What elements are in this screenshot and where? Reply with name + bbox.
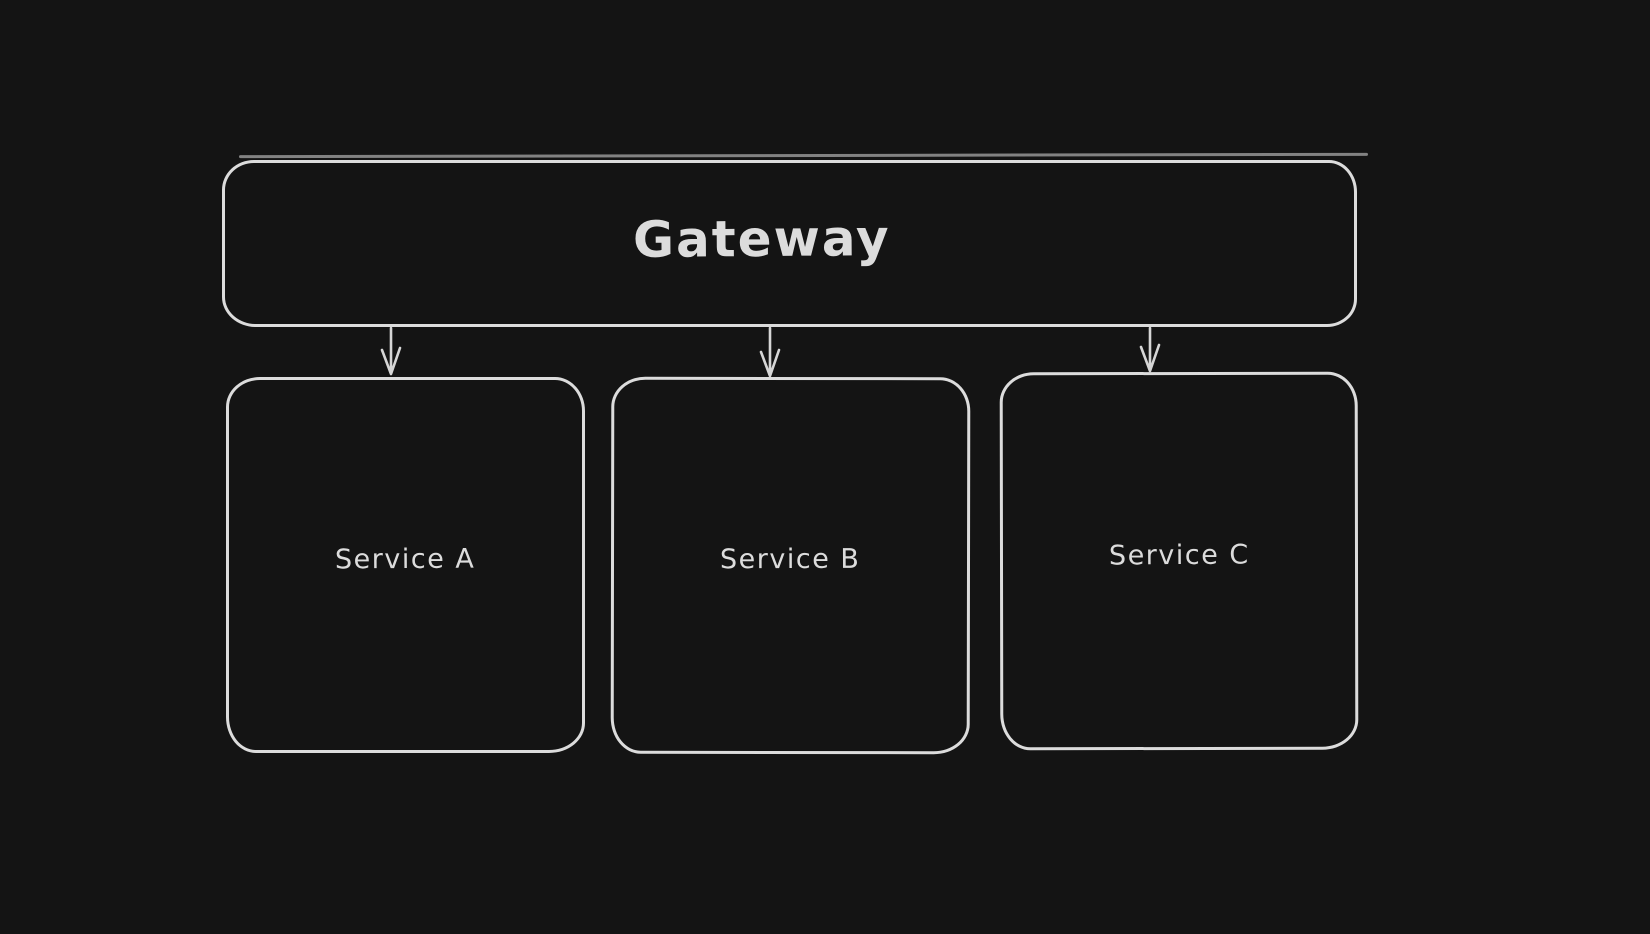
service-c-node[interactable]: Service C [999, 371, 1359, 751]
service-b-label: Service B [720, 543, 861, 576]
service-a-node[interactable]: Service A [226, 377, 585, 753]
arrow-gateway-to-service-c[interactable] [1139, 326, 1161, 373]
service-b-node[interactable]: Service B [610, 376, 971, 755]
service-c-label: Service C [1108, 539, 1250, 571]
gateway-label: Gateway [632, 208, 891, 269]
arrow-gateway-to-service-a[interactable] [380, 326, 402, 376]
gateway-node[interactable]: Gateway [222, 160, 1357, 327]
service-a-label: Service A [335, 543, 476, 575]
arrow-gateway-to-service-b[interactable] [759, 326, 781, 378]
